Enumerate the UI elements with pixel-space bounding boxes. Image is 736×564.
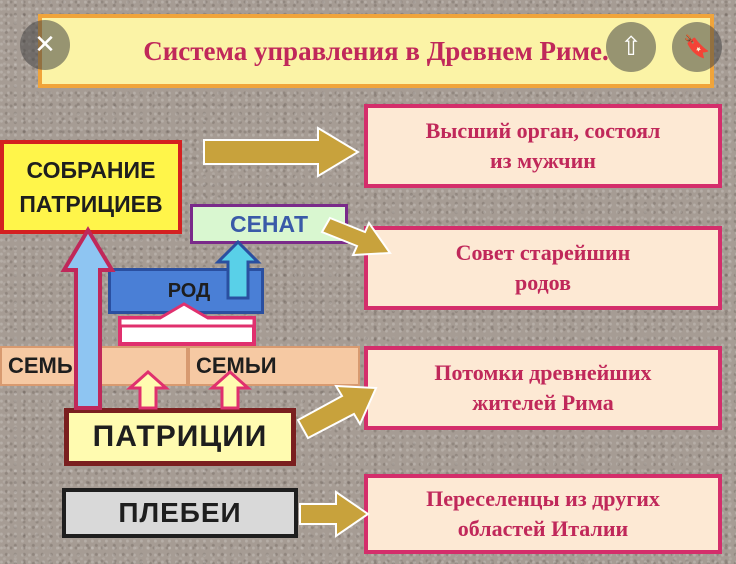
close-icon: ✕	[34, 30, 56, 60]
title-banner: Система управления в Древнем Риме.	[38, 14, 714, 88]
arrow-families-to-assembly	[60, 226, 116, 410]
clan-label: РОД	[167, 279, 211, 302]
plebeians-description-box: Переселенцы из других областей Италии	[364, 474, 722, 554]
arrow-plebeians-to-description	[299, 490, 370, 538]
assembly-description-box: Высший орган, состоял из мужчин	[364, 104, 722, 188]
families-right-block: СЕМЬИ	[188, 346, 360, 386]
arrow-patricians-to-family-right	[208, 369, 252, 410]
arrow-patricians-to-family-left	[126, 369, 170, 410]
senate-description-box: Совет старейшин родов	[364, 226, 722, 310]
patricians-description-box: Потомки древнейших жителей Рима	[364, 346, 722, 430]
arrow-senate-to-description	[320, 216, 392, 257]
arrow-patricians-to-description	[296, 384, 378, 440]
senate-description: Совет старейшин родов	[455, 240, 631, 295]
plebeians-description: Переселенцы из других областей Италии	[426, 486, 660, 541]
families-right-label: СЕМЬИ	[196, 353, 277, 378]
assembly-label: СОБРАНИЕ ПАТРИЦИЕВ	[19, 156, 163, 218]
bookmark-button[interactable]: 🔖	[672, 22, 722, 72]
arrow-families-to-clan	[118, 302, 256, 328]
arrow-clan-to-senate	[214, 239, 262, 300]
share-icon: ⇧	[620, 32, 642, 62]
plebeians-label: ПЛЕБЕИ	[118, 497, 242, 528]
patricians-block: ПАТРИЦИИ	[64, 408, 296, 466]
arrow-assembly-to-description	[203, 126, 360, 178]
patricians-label: ПАТРИЦИИ	[92, 420, 268, 453]
share-button[interactable]: ⇧	[606, 22, 656, 72]
page-title: Система управления в Древнем Риме.	[143, 35, 609, 66]
senate-block: СЕНАТ	[190, 204, 348, 244]
plebeians-block: ПЛЕБЕИ	[62, 488, 298, 538]
close-button[interactable]: ✕	[20, 20, 70, 70]
assembly-block: СОБРАНИЕ ПАТРИЦИЕВ	[0, 140, 182, 234]
senate-label: СЕНАТ	[229, 210, 309, 237]
assembly-description: Высший орган, состоял из мужчин	[425, 118, 661, 173]
bookmark-icon: 🔖	[683, 34, 711, 60]
patricians-description: Потомки древнейших жителей Рима	[434, 360, 652, 415]
